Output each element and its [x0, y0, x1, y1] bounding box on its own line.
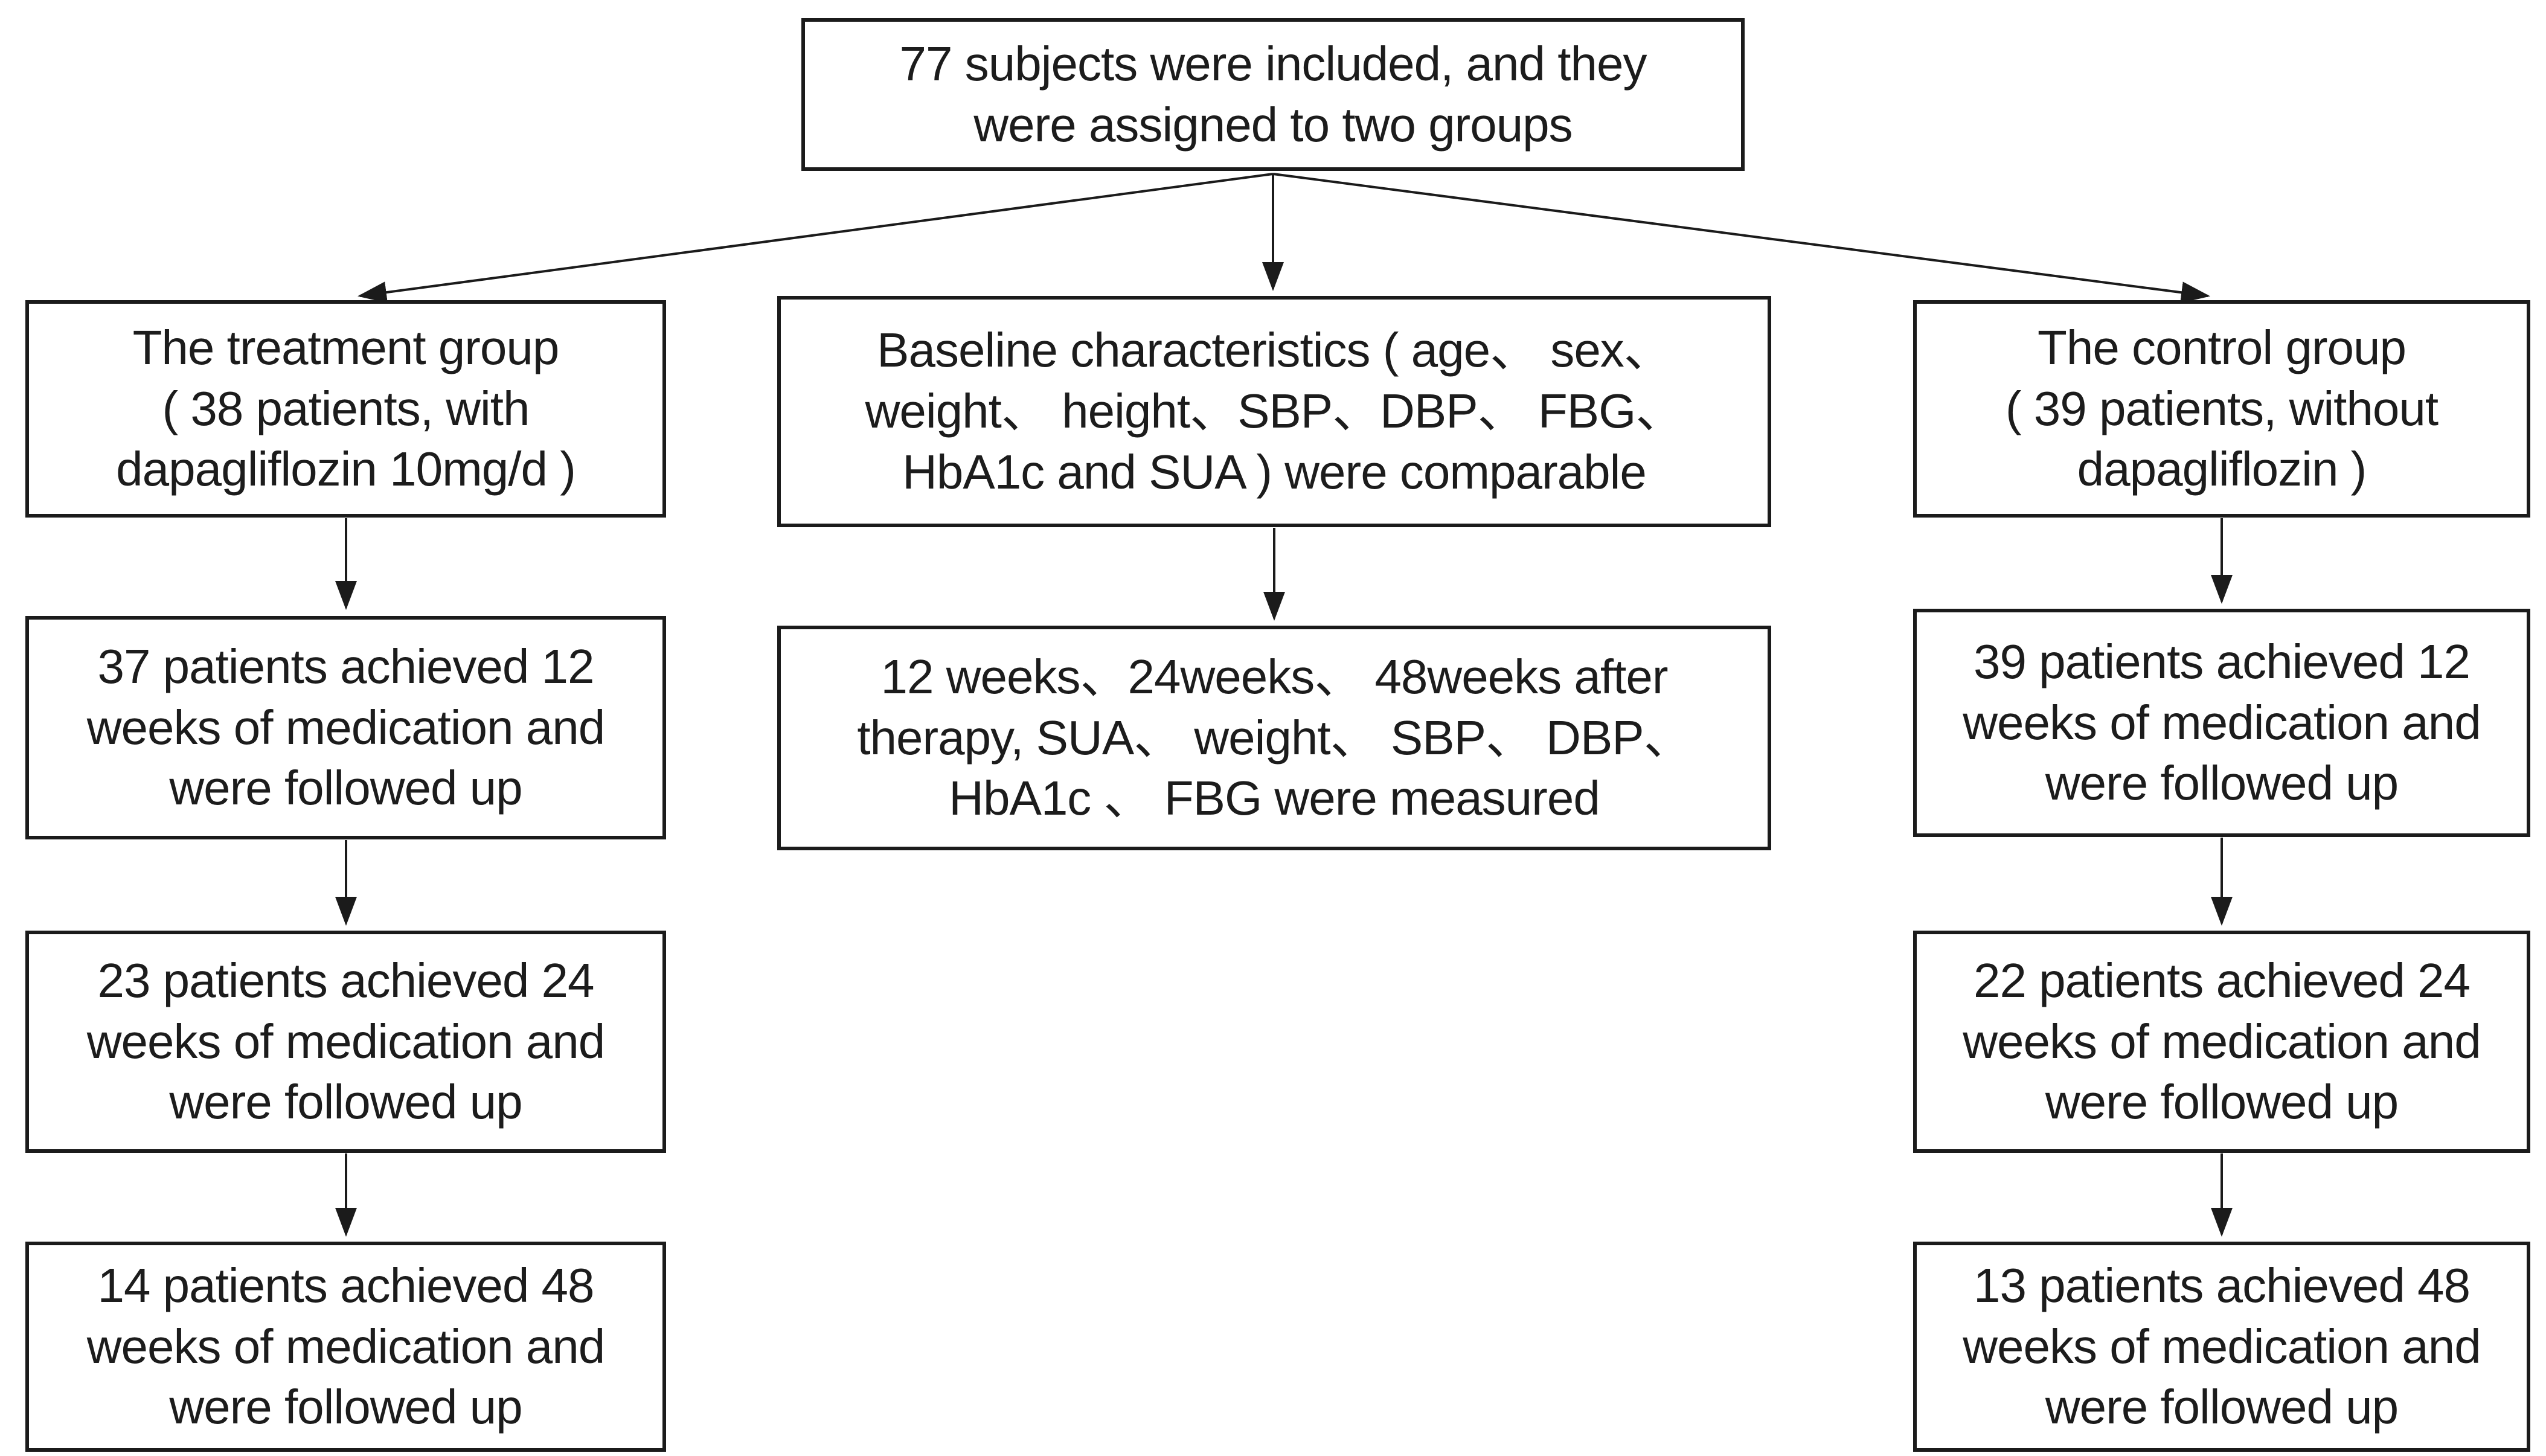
box-control-24-weeks: 22 patients achieved 24 weeks of medicat… — [1913, 931, 2530, 1153]
box-measurements-text: 12 weeks、24weeks、 48weeks after therapy,… — [857, 649, 1691, 826]
box-treatment-group-text: The treatment group ( 38 patients, with … — [116, 320, 576, 496]
box-control-48-weeks: 13 patients achieved 48 weeks of medicat… — [1913, 1242, 2530, 1452]
box-treatment-group: The treatment group ( 38 patients, with … — [25, 300, 666, 518]
box-treatment-24-weeks: 23 patients achieved 24 weeks of medicat… — [25, 931, 666, 1153]
box-treatment-48-weeks: 14 patients achieved 48 weeks of medicat… — [25, 1242, 666, 1452]
box-total-subjects-text: 77 subjects were included, and they were… — [899, 36, 1647, 152]
box-control-group-text: The control group ( 39 patients, without… — [2005, 320, 2439, 496]
box-treatment-48-weeks-text: 14 patients achieved 48 weeks of medicat… — [86, 1258, 606, 1434]
box-control-12-weeks-text: 39 patients achieved 12 weeks of medicat… — [1963, 634, 2481, 810]
box-baseline-characteristics-text: Baseline characteristics ( age、 sex、 wei… — [865, 323, 1684, 499]
box-control-24-weeks-text: 22 patients achieved 24 weeks of medicat… — [1963, 953, 2481, 1129]
box-measurements: 12 weeks、24weeks、 48weeks after therapy,… — [777, 626, 1771, 850]
box-treatment-12-weeks: 37 patients achieved 12 weeks of medicat… — [25, 616, 666, 839]
arrow-top-to-control — [1272, 173, 2210, 304]
arrow-top-to-treatment — [358, 173, 1274, 304]
box-treatment-24-weeks-text: 23 patients achieved 24 weeks of medicat… — [86, 953, 606, 1129]
box-control-12-weeks: 39 patients achieved 12 weeks of medicat… — [1913, 609, 2530, 837]
box-control-group: The control group ( 39 patients, without… — [1913, 300, 2530, 518]
box-control-48-weeks-text: 13 patients achieved 48 weeks of medicat… — [1963, 1258, 2481, 1434]
box-total-subjects: 77 subjects were included, and they were… — [801, 18, 1745, 171]
box-treatment-12-weeks-text: 37 patients achieved 12 weeks of medicat… — [86, 639, 606, 815]
box-baseline-characteristics: Baseline characteristics ( age、 sex、 wei… — [777, 296, 1771, 527]
